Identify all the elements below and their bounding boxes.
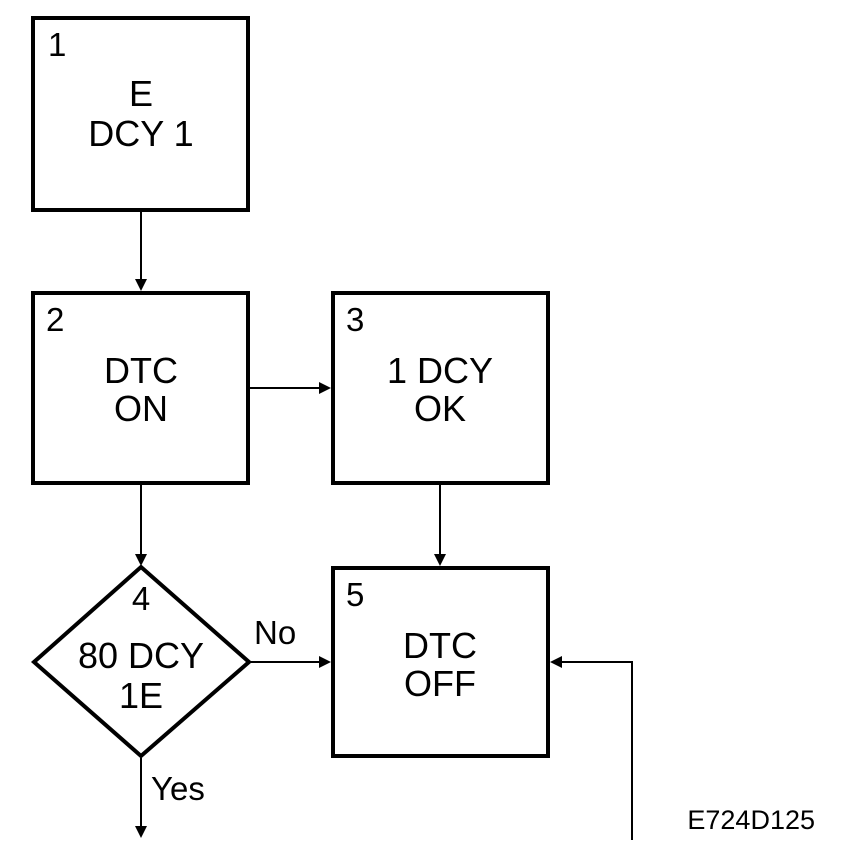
edge-label-yes: Yes <box>151 770 205 807</box>
node-4-line-1: 80 DCY <box>78 635 204 676</box>
node-5-line-2: OFF <box>404 663 476 704</box>
node-2: 2 DTC ON <box>31 291 250 485</box>
edge-label-no: No <box>254 614 296 651</box>
node-2-number: 2 <box>46 301 64 338</box>
node-1-number: 1 <box>48 26 66 63</box>
node-3-number: 3 <box>346 301 364 338</box>
node-3: 3 1 DCY OK <box>331 291 550 485</box>
node-4-line-2: 1E <box>119 675 163 716</box>
node-1-line-1: E <box>129 73 153 114</box>
node-4: 4 80 DCY 1E <box>30 564 253 759</box>
node-3-line-2: OK <box>414 388 466 429</box>
node-1: 1 E DCY 1 <box>31 16 250 212</box>
node-2-line-1: DTC <box>104 350 178 391</box>
edge-return-to-5 <box>550 656 633 840</box>
node-3-line-1: 1 DCY <box>387 350 493 391</box>
node-5: 5 DTC OFF <box>331 566 550 758</box>
node-5-line-1: DTC <box>403 625 477 666</box>
node-4-number: 4 <box>132 580 150 617</box>
node-1-line-2: DCY 1 <box>88 113 193 154</box>
figure-code: E724D125 <box>687 805 815 835</box>
node-2-line-2: ON <box>114 388 168 429</box>
node-5-number: 5 <box>346 576 364 613</box>
